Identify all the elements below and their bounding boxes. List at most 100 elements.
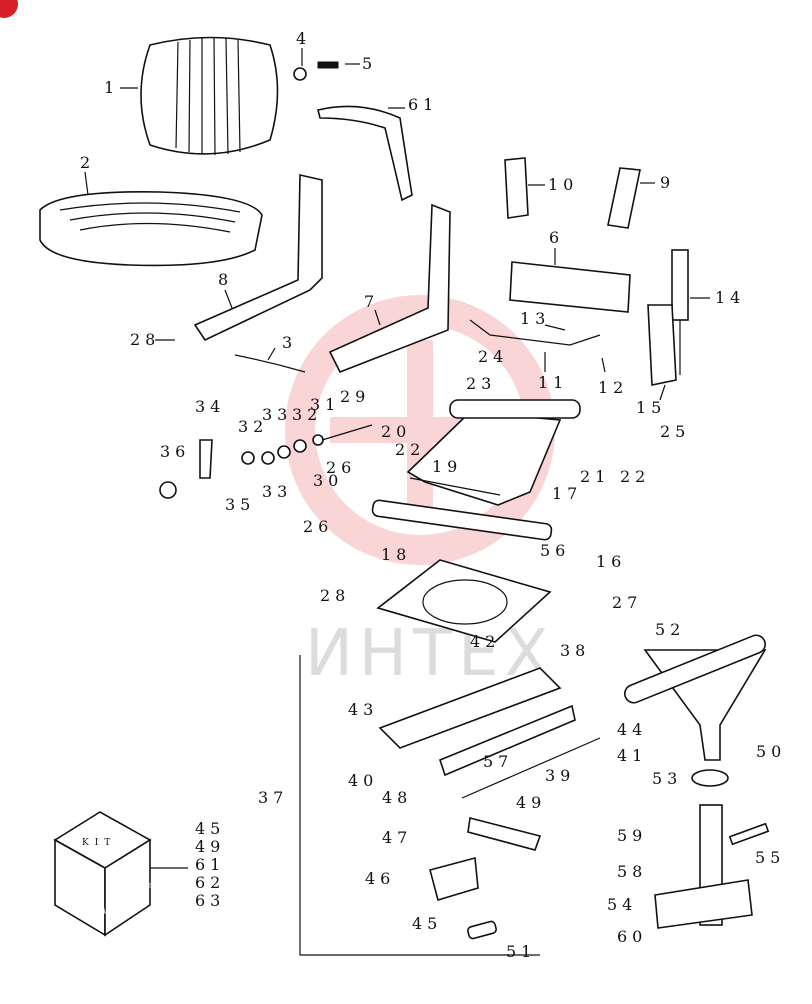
part-rods-18[interactable] — [371, 477, 553, 541]
label-32a: 32 — [238, 417, 268, 436]
part-bellows[interactable] — [647, 304, 677, 386]
part-scissor-17[interactable] — [406, 399, 581, 506]
label-60: 60 — [617, 927, 647, 946]
label-57: 57 — [483, 752, 513, 771]
part-column-54[interactable] — [654, 804, 753, 929]
part-bracket-9[interactable] — [607, 167, 641, 229]
label-32b: 32 — [292, 405, 322, 424]
part-bracket-7[interactable] — [328, 203, 451, 374]
label-33b: 33 — [262, 482, 292, 501]
label-3: 3 — [282, 333, 297, 352]
label-20: 20 — [381, 422, 411, 441]
part-spring-51[interactable] — [467, 920, 497, 940]
label-22a: 22 — [395, 440, 425, 459]
label-41: 41 — [617, 746, 647, 765]
label-7: 7 — [364, 292, 379, 311]
part-belt[interactable] — [317, 105, 413, 202]
part-plate-45[interactable] — [429, 856, 479, 902]
label-42: 42 — [470, 632, 500, 651]
label-36: 36 — [160, 442, 190, 461]
label-46: 46 — [365, 869, 395, 888]
label-21: 21 — [580, 467, 610, 486]
kit-part-3: 61 — [195, 855, 225, 874]
label-61: 61 — [408, 95, 438, 114]
corner-badge — [0, 0, 18, 18]
part-rod-39[interactable] — [461, 737, 601, 799]
part-bolt-29[interactable] — [321, 424, 373, 441]
part-seat-cushion[interactable] — [39, 191, 263, 267]
label-27: 27 — [612, 593, 642, 612]
label-51: 51 — [506, 942, 536, 961]
label-48: 48 — [382, 788, 412, 807]
label-28a: 28 — [130, 330, 160, 349]
group-bracket-37 — [299, 655, 540, 956]
label-24: 24 — [478, 347, 508, 366]
label-8: 8 — [218, 270, 233, 289]
part-shock-absorber[interactable] — [671, 249, 689, 375]
label-9: 9 — [660, 173, 675, 192]
label-11: 11 — [538, 373, 568, 392]
label-59: 59 — [617, 826, 647, 845]
label-35: 35 — [225, 495, 255, 514]
label-58: 58 — [617, 862, 647, 881]
part-wire-3[interactable] — [234, 354, 306, 373]
part-base-16[interactable] — [376, 559, 552, 643]
part-screw-5[interactable] — [317, 61, 339, 69]
label-18: 18 — [381, 545, 411, 564]
label-39: 39 — [545, 766, 575, 785]
label-28b: 28 — [320, 586, 350, 605]
label-40: 40 — [348, 771, 378, 790]
part-pin-55[interactable] — [728, 822, 770, 846]
label-30: 30 — [313, 471, 343, 490]
label-2: 2 — [80, 153, 95, 172]
part-lever-36[interactable] — [159, 439, 213, 499]
part-washers-32-33[interactable] — [241, 434, 324, 465]
label-44: 44 — [617, 720, 647, 739]
label-45: 45 — [412, 914, 442, 933]
label-14: 14 — [715, 288, 745, 307]
part-plate-6[interactable] — [509, 261, 631, 313]
label-29: 29 — [340, 387, 370, 406]
part-rails-38[interactable] — [378, 667, 576, 777]
label-22b: 22 — [620, 467, 650, 486]
part-lever-49[interactable] — [467, 817, 542, 851]
label-37: 37 — [258, 788, 288, 807]
label-13: 13 — [520, 309, 550, 328]
label-38: 38 — [560, 641, 590, 660]
label-1: 1 — [104, 78, 119, 97]
label-31: 31 — [310, 395, 340, 414]
part-bracket-10[interactable] — [504, 157, 529, 219]
part-bracket-52[interactable] — [622, 633, 768, 761]
kit-box[interactable]: KIT NEW HOLLAND NEW HOLLAND — [53, 811, 188, 937]
label-26b: 26 — [303, 517, 333, 536]
label-49: 49 — [516, 793, 546, 812]
kit-part-5: 63 — [195, 891, 225, 910]
part-bracket-8[interactable] — [193, 174, 323, 342]
label-55: 55 — [755, 848, 785, 867]
label-5: 5 — [362, 54, 377, 73]
label-10: 10 — [548, 175, 578, 194]
kit-part-1: 45 — [195, 819, 225, 838]
kit-part-2: 49 — [195, 837, 225, 856]
label-25: 25 — [660, 422, 690, 441]
leader-lines — [84, 48, 710, 401]
part-link-11[interactable] — [469, 319, 601, 346]
label-50: 50 — [756, 742, 786, 761]
label-26a: 26 — [326, 458, 356, 477]
label-34: 34 — [195, 397, 225, 416]
label-16: 16 — [596, 552, 626, 571]
label-12: 12 — [598, 378, 628, 397]
part-washer-53[interactable] — [691, 769, 729, 787]
label-52: 52 — [655, 620, 685, 639]
label-47: 47 — [382, 828, 412, 847]
part-back-cushion[interactable] — [140, 36, 279, 156]
label-17: 17 — [552, 484, 582, 503]
label-53: 53 — [652, 769, 682, 788]
kit-label: KIT — [82, 838, 116, 848]
label-33a: 33 — [262, 405, 292, 424]
part-nut-4[interactable] — [293, 67, 307, 81]
label-56: 56 — [540, 541, 570, 560]
label-4: 4 — [296, 29, 311, 48]
